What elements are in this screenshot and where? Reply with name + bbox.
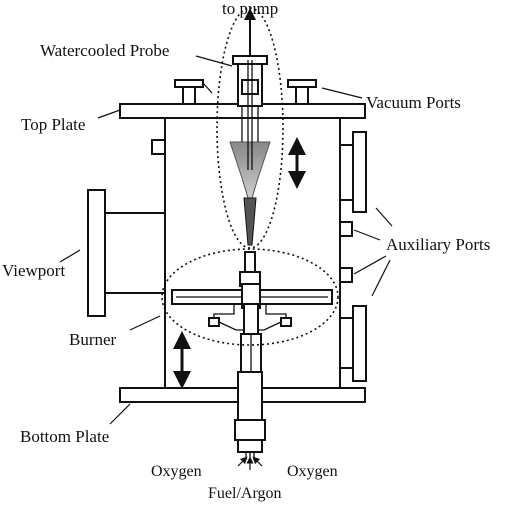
label-top-plate: Top Plate (21, 115, 85, 134)
leader-vacuum-ports-2 (321, 87, 363, 99)
side-port-small (151, 139, 166, 155)
label-watercooled-probe: Watercooled Probe (40, 41, 169, 60)
vacuum-port-right (287, 79, 317, 105)
leader-aux-4 (371, 259, 391, 297)
label-fuel-argon: Fuel/Argon (208, 485, 281, 502)
leader-burner (129, 315, 161, 331)
label-vacuum-ports: Vacuum Ports (366, 93, 461, 112)
leader-bottom-plate (109, 403, 131, 425)
leader-top-plate (97, 109, 121, 119)
bottom-feedthrough (234, 371, 266, 460)
viewport-assembly (87, 189, 166, 317)
leader-viewport (59, 249, 81, 263)
label-burner: Burner (69, 330, 117, 349)
burner-assembly (171, 251, 333, 375)
right-upper-flange (339, 131, 367, 213)
leader-aux-2 (353, 229, 381, 241)
leader-vacuum-ports-1 (203, 83, 213, 94)
label-auxiliary-ports: Auxiliary Ports (386, 235, 490, 254)
leader-aux-3 (353, 255, 387, 275)
leader-aux-1 (375, 207, 393, 227)
label-oxygen-right: Oxygen (287, 463, 338, 480)
right-lower-flange (339, 305, 367, 382)
vacuum-port-left (174, 79, 204, 105)
burner-highlight-ellipse (161, 248, 339, 346)
label-bottom-plate: Bottom Plate (20, 427, 109, 446)
label-viewport: Viewport (2, 261, 65, 280)
auxiliary-port-1 (339, 221, 353, 237)
label-to-pump: to pump (222, 0, 278, 18)
auxiliary-port-2 (339, 267, 353, 283)
gas-inlet-arrows (237, 456, 263, 470)
label-oxygen-left: Oxygen (151, 463, 202, 480)
leader-watercooled-probe (195, 55, 233, 67)
